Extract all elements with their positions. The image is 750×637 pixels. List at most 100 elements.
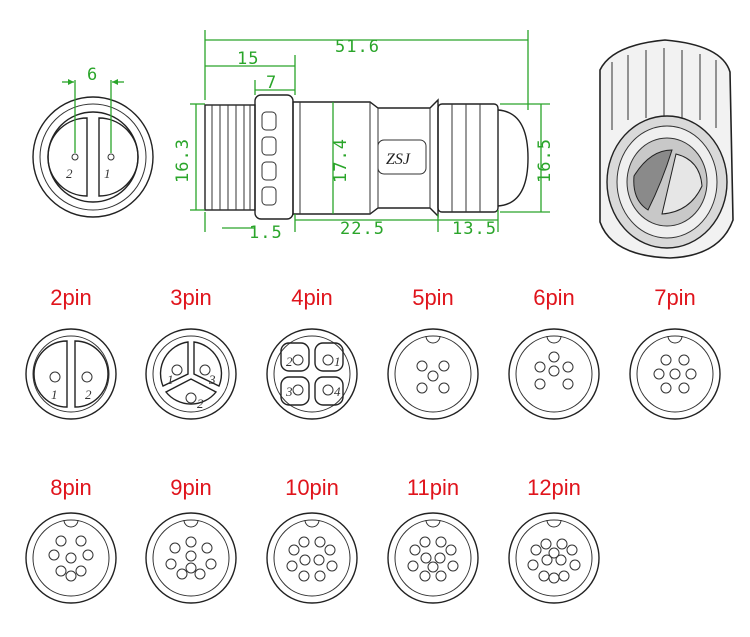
pin-option-label: 10pin — [285, 475, 339, 500]
pin-number: 2 — [286, 354, 293, 369]
pin-face-outer — [266, 328, 358, 420]
pin-hole — [185, 536, 197, 548]
pin-face-outer — [266, 512, 358, 604]
isometric-view — [599, 39, 734, 259]
pin-hole — [556, 538, 568, 550]
pin-sector — [159, 341, 189, 387]
pin-number: 3 — [208, 372, 216, 387]
key-notch — [546, 335, 562, 344]
pin-hole — [407, 560, 419, 572]
pin-hole — [292, 384, 304, 396]
pin-hole — [420, 552, 432, 564]
pin-face-inner — [32, 519, 110, 597]
dim-gland-length: 13.5 — [452, 219, 497, 239]
dim-pin-spacing: 6 — [87, 65, 98, 85]
pin-number: 3 — [285, 384, 293, 399]
pin-hole — [416, 382, 428, 394]
front-pin-1-label: 1 — [104, 166, 111, 181]
pin-face-outer — [25, 512, 117, 604]
pin-hole — [292, 354, 304, 366]
pin-face-outer — [508, 512, 600, 604]
pin-hole — [435, 570, 447, 582]
pin-hole — [427, 370, 439, 382]
pin-hole — [427, 561, 439, 573]
pin-face-outer — [145, 512, 237, 604]
pin-quadrant — [314, 342, 344, 372]
pin-number: 1 — [334, 354, 341, 369]
pin-quadrant — [314, 376, 344, 406]
pin-face-inner — [152, 519, 230, 597]
pin-face-inner — [273, 519, 351, 597]
pin-option-8: 8pin — [25, 475, 117, 604]
pin-hole — [548, 547, 560, 559]
pin-hole — [314, 570, 326, 582]
pin-hole — [55, 535, 67, 547]
pin-hole — [419, 536, 431, 548]
key-notch — [546, 519, 562, 528]
dim-body-length: 22.5 — [340, 219, 385, 239]
pin-hole — [49, 371, 61, 383]
pin-option-9: 9pin — [145, 475, 237, 604]
dim-total-length: 51.6 — [335, 37, 380, 57]
pin-option-7: 7pin — [629, 285, 721, 420]
pin-option-5: 5pin — [387, 285, 479, 420]
pin-option-label: 3pin — [170, 285, 212, 310]
pin-number: 2 — [197, 396, 204, 411]
dim-thread-length: 15 — [237, 49, 259, 69]
dim-gland-diameter: 16.5 — [535, 138, 555, 183]
pin-hole — [201, 542, 213, 554]
pin-option-label: 12pin — [527, 475, 581, 500]
pin-option-label: 2pin — [50, 285, 92, 310]
pin-hole — [48, 549, 60, 561]
pin-hole — [322, 384, 334, 396]
pin-hole — [530, 544, 542, 556]
pin-hole — [562, 361, 574, 373]
pin-hole — [534, 378, 546, 390]
pin-hole — [416, 360, 428, 372]
pin-hole — [541, 554, 553, 566]
pin-hole — [82, 549, 94, 561]
pin-hole — [55, 565, 67, 577]
pin-hole — [558, 570, 570, 582]
pin-quadrant — [280, 342, 310, 372]
pin-option-label: 9pin — [170, 475, 212, 500]
pin-hole — [199, 364, 211, 376]
pin-hole — [435, 536, 447, 548]
front-view: 2 1 6 — [32, 65, 154, 218]
pin-option-6: 6pin — [508, 285, 600, 420]
pin-hole — [288, 544, 300, 556]
pin-face-inner — [273, 335, 351, 413]
pin-number: 4 — [334, 384, 341, 399]
dim-body-diameter: 17.4 — [331, 138, 351, 183]
pin-hole — [185, 550, 197, 562]
pin-option-label: 6pin — [533, 285, 575, 310]
pin-hole — [75, 565, 87, 577]
dim-nut-width: 7 — [266, 73, 277, 93]
pin-face-outer — [145, 328, 237, 420]
key-notch — [183, 519, 199, 528]
pin-hole — [313, 554, 325, 566]
pin-hole — [438, 360, 450, 372]
pin-hole — [566, 544, 578, 556]
pin-hole — [555, 554, 567, 566]
key-notch — [667, 335, 683, 344]
dim-gap: 1.5 — [249, 223, 283, 243]
brand-logo: ZSJ — [386, 151, 411, 168]
pin-hole — [75, 535, 87, 547]
pin-hole — [176, 568, 188, 580]
pin-option-label: 7pin — [654, 285, 696, 310]
pin-hole — [527, 559, 539, 571]
front-pin-2-label: 2 — [66, 166, 73, 181]
key-notch — [425, 335, 441, 344]
pin-face-inner — [636, 335, 714, 413]
pin-hole — [538, 570, 550, 582]
key-notch — [304, 519, 320, 528]
pin-hole — [298, 570, 310, 582]
pin-option-11: 11pin — [387, 475, 479, 604]
pin-hole — [205, 558, 217, 570]
pin-hole — [298, 536, 310, 548]
pin-hole — [685, 368, 697, 380]
pin-sector — [164, 378, 218, 405]
